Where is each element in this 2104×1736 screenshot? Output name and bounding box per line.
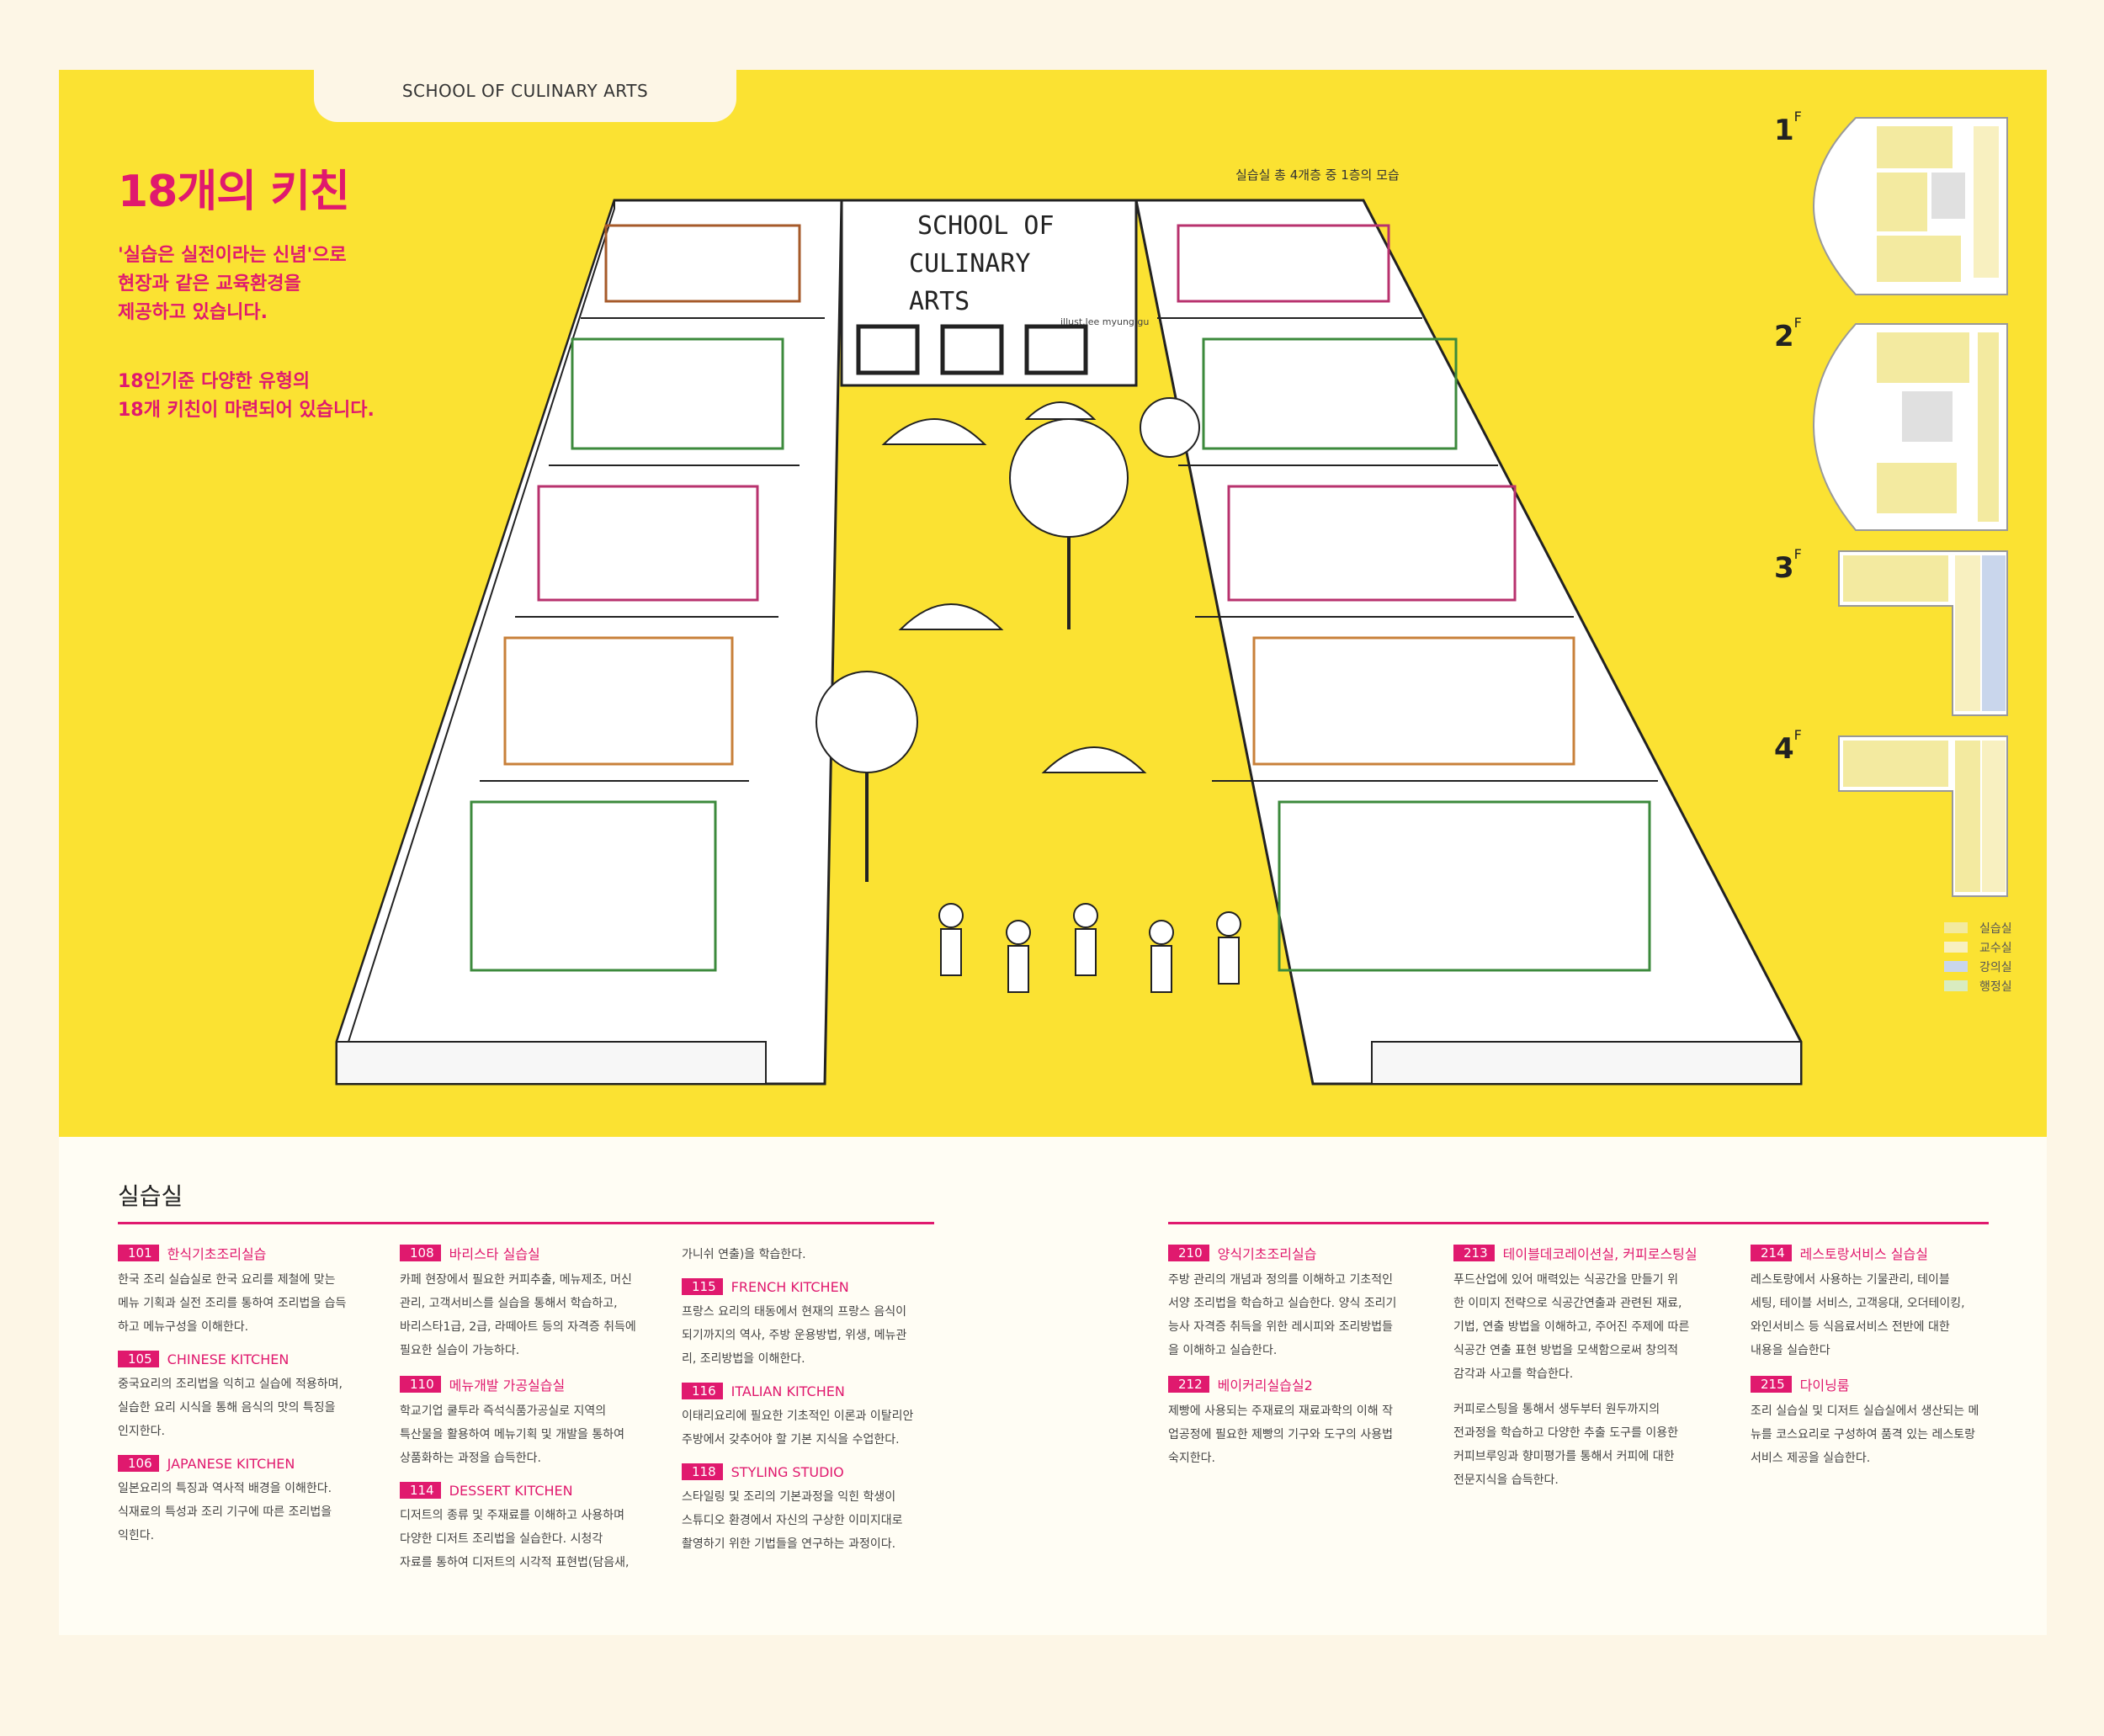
- page-title: 18개의 키친: [118, 167, 350, 217]
- floor-plan-3: [1838, 550, 2008, 716]
- floor-plan-legend: 실습실 교수실 강의실 행정실: [1944, 918, 2012, 995]
- legend-item: 강의실: [1944, 957, 2012, 976]
- divider-right: [1168, 1222, 1989, 1224]
- room-item-continued: 커피로스팅을 통해서 생두부터 원두까지의 전과정을 학습하고 다양한 추출 도…: [1453, 1403, 1678, 1487]
- divider-left: [118, 1222, 934, 1224]
- floor-3-label: 3F: [1774, 546, 1802, 585]
- header-tab: SCHOOL OF CULINARY ARTS: [314, 70, 736, 122]
- building-sign-line-3: ARTS: [909, 287, 970, 316]
- legend-item: 실습실: [1944, 918, 2012, 937]
- room-item-continued: 가니쉬 연출)을 학습한다.: [682, 1248, 806, 1261]
- intro-text-1: '실습은 실전이라는 신념'으로 현장과 같은 교육환경을 제공하고 있습니다.: [118, 245, 347, 323]
- illustration-credit: illust.lee myung gu: [1060, 316, 1149, 327]
- intro-text-2: 18인기준 다양한 유형의 18개 키친이 마련되어 있습니다.: [118, 371, 375, 421]
- floor-1-label: 1F: [1774, 109, 1802, 147]
- floor-plans: [1812, 117, 2008, 897]
- campus-illustration: SCHOOL OF CULINARY ARTS illust.lee myung…: [335, 199, 1803, 1086]
- floor-2-label: 2F: [1774, 315, 1802, 353]
- building-sign-line-1: SCHOOL OF: [917, 211, 1055, 241]
- legend-item: 교수실: [1944, 937, 2012, 957]
- floor-4-label: 4F: [1774, 727, 1802, 766]
- section-title: 실습실: [118, 1182, 183, 1210]
- room-list-section: [59, 1137, 2047, 1635]
- legend-item: 행정실: [1944, 976, 2012, 995]
- illustration-caption: 실습실 총 4개층 중 1층의 모습: [1235, 167, 1400, 183]
- floor-plan-4: [1838, 735, 2008, 897]
- building-sign-line-2: CULINARY: [909, 249, 1031, 279]
- floor-plan-1: [1812, 117, 2008, 295]
- floor-plan-2: [1812, 323, 2008, 531]
